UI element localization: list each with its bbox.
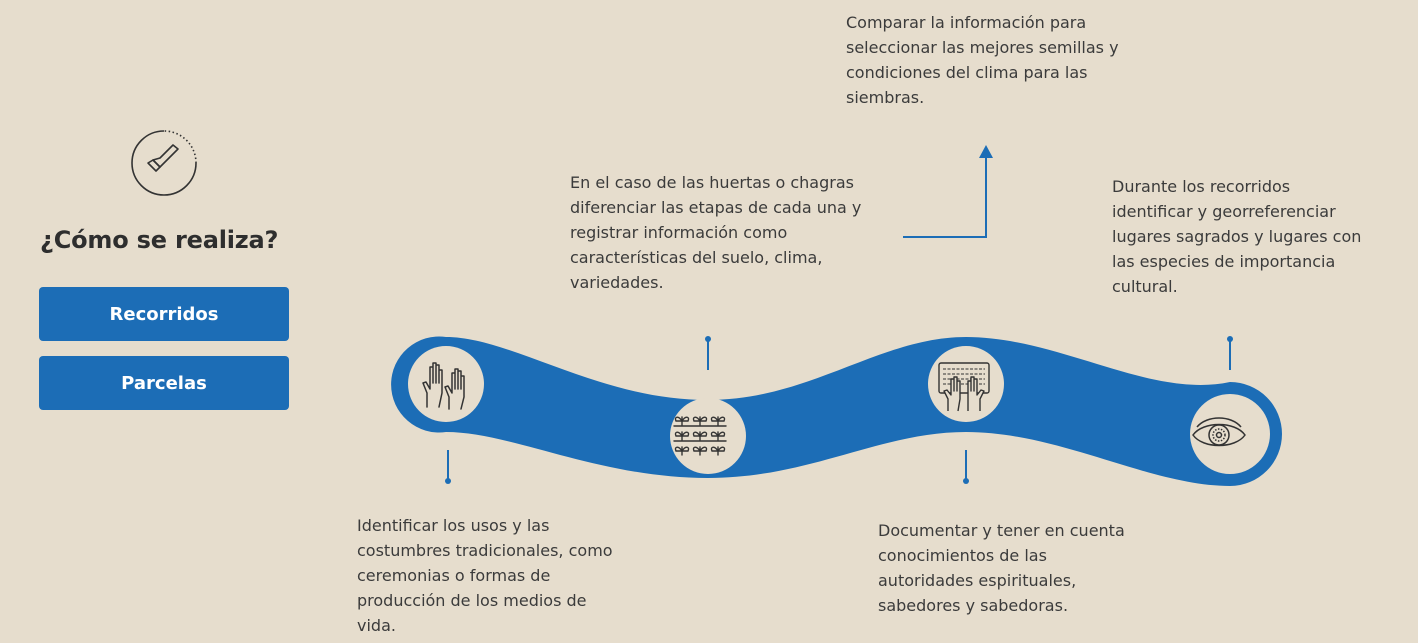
connector-dot-4 [1227, 336, 1233, 342]
connector-dot-1 [445, 478, 451, 484]
check-circle-icon [131, 130, 197, 196]
flow-band [391, 336, 1282, 486]
step-text-3: Documentar y tener en cuenta conocimient… [878, 521, 1125, 615]
raised-hands-icon [422, 362, 465, 410]
step-text-4: Durante los recorridos identificar y geo… [1112, 177, 1362, 296]
arrow-connector [903, 158, 987, 238]
step-node-2 [670, 398, 746, 474]
recorridos-button[interactable]: Recorridos [39, 287, 289, 341]
step-text-2: En el caso de las huertas o chagras dife… [570, 173, 862, 292]
top-note-text: Comparar la información para seleccionar… [846, 13, 1119, 107]
connector-dot-3 [963, 478, 969, 484]
crop-rows-icon [673, 416, 727, 456]
step-node-4 [1190, 394, 1270, 474]
keyboard-hands-icon [938, 362, 990, 412]
step-text-1: Identificar los usos y las costumbres tr… [357, 516, 613, 635]
parcelas-button[interactable]: Parcelas [39, 356, 289, 410]
connector-dot-2 [705, 336, 711, 342]
arrow-head-icon [979, 145, 993, 158]
section-heading: ¿Cómo se realiza? [40, 226, 279, 254]
eye-icon [1192, 417, 1246, 447]
